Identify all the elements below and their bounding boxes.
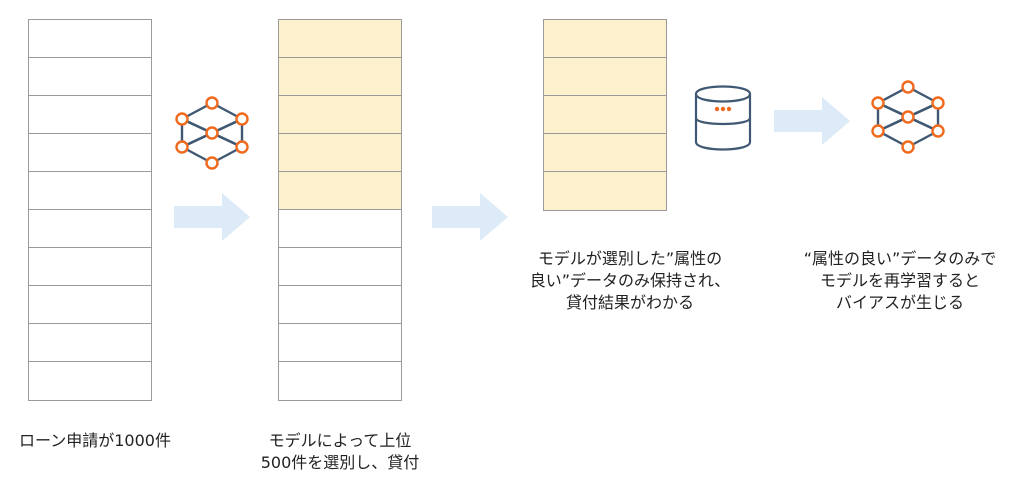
neural-network-svg: [175, 96, 249, 170]
database-svg: [694, 85, 752, 151]
selected-applications-table: [278, 19, 402, 401]
network-node: [931, 124, 945, 138]
caption-line: “属性の良い”データのみで: [803, 249, 997, 268]
caption-line: モデルによって上位: [268, 431, 412, 450]
network-node: [901, 80, 915, 94]
caption-line: モデルを再学習すると: [819, 271, 980, 290]
table-row: [29, 286, 151, 324]
caption-line: ローン申請が1000件: [19, 431, 171, 450]
right-arrow-icon: [432, 193, 508, 241]
network-node: [205, 156, 219, 170]
network-node: [205, 126, 219, 140]
table-row: [29, 20, 151, 58]
right-arrow-icon: [174, 193, 250, 241]
network-node: [175, 112, 189, 126]
table-row-highlighted: [544, 58, 666, 96]
table-row: [29, 58, 151, 96]
caption-line: 500件を選別し、貸付: [260, 453, 420, 472]
table-row-highlighted: [279, 96, 401, 134]
network-node: [871, 96, 885, 110]
arrow-svg: [774, 97, 850, 145]
retained-data-table: [543, 19, 667, 211]
table-row: [279, 248, 401, 286]
network-node: [871, 124, 885, 138]
neural-network-svg: [871, 80, 945, 154]
table-row-highlighted: [544, 172, 666, 210]
network-node: [235, 112, 249, 126]
network-node: [901, 140, 915, 154]
caption-model-selection: モデルによって上位 500件を選別し、貸付: [240, 430, 440, 474]
table-row: [29, 134, 151, 172]
right-arrow-icon: [774, 97, 850, 145]
caption-retained-data: モデルが選別した”属性の 良い”データのみ保持され、 貸付結果がわかる: [520, 248, 740, 314]
table-row-highlighted: [544, 20, 666, 58]
network-node: [205, 96, 219, 110]
network-node: [175, 140, 189, 154]
table-row: [279, 210, 401, 248]
table-row: [29, 172, 151, 210]
table-row: [29, 248, 151, 286]
database-icon: [692, 82, 754, 158]
table-row: [29, 96, 151, 134]
network-node: [235, 140, 249, 154]
neural-network-icon: [866, 80, 950, 158]
table-row: [279, 324, 401, 362]
arrow-svg: [174, 193, 250, 241]
table-row: [279, 286, 401, 324]
table-row: [279, 362, 401, 400]
arrow-svg: [432, 193, 508, 241]
table-row-highlighted: [279, 172, 401, 210]
caption-line: バイアスが生じる: [835, 293, 964, 312]
table-row-highlighted: [544, 134, 666, 172]
caption-line: 良い”データのみ保持され、: [529, 271, 731, 290]
caption-line: モデルが選別した”属性の: [537, 249, 723, 268]
table-row-highlighted: [279, 58, 401, 96]
applications-table: [28, 19, 152, 401]
caption-retraining-bias: “属性の良い”データのみで モデルを再学習すると バイアスが生じる: [790, 248, 1010, 314]
caption-loan-applications: ローン申請が1000件: [0, 430, 190, 452]
table-row: [29, 362, 151, 400]
network-node: [931, 96, 945, 110]
table-row-highlighted: [544, 96, 666, 134]
table-row-highlighted: [279, 20, 401, 58]
table-row: [29, 324, 151, 362]
table-row-highlighted: [279, 134, 401, 172]
table-row: [29, 210, 151, 248]
network-node: [901, 110, 915, 124]
caption-line: 貸付結果がわかる: [565, 293, 694, 312]
neural-network-icon: [170, 96, 254, 174]
